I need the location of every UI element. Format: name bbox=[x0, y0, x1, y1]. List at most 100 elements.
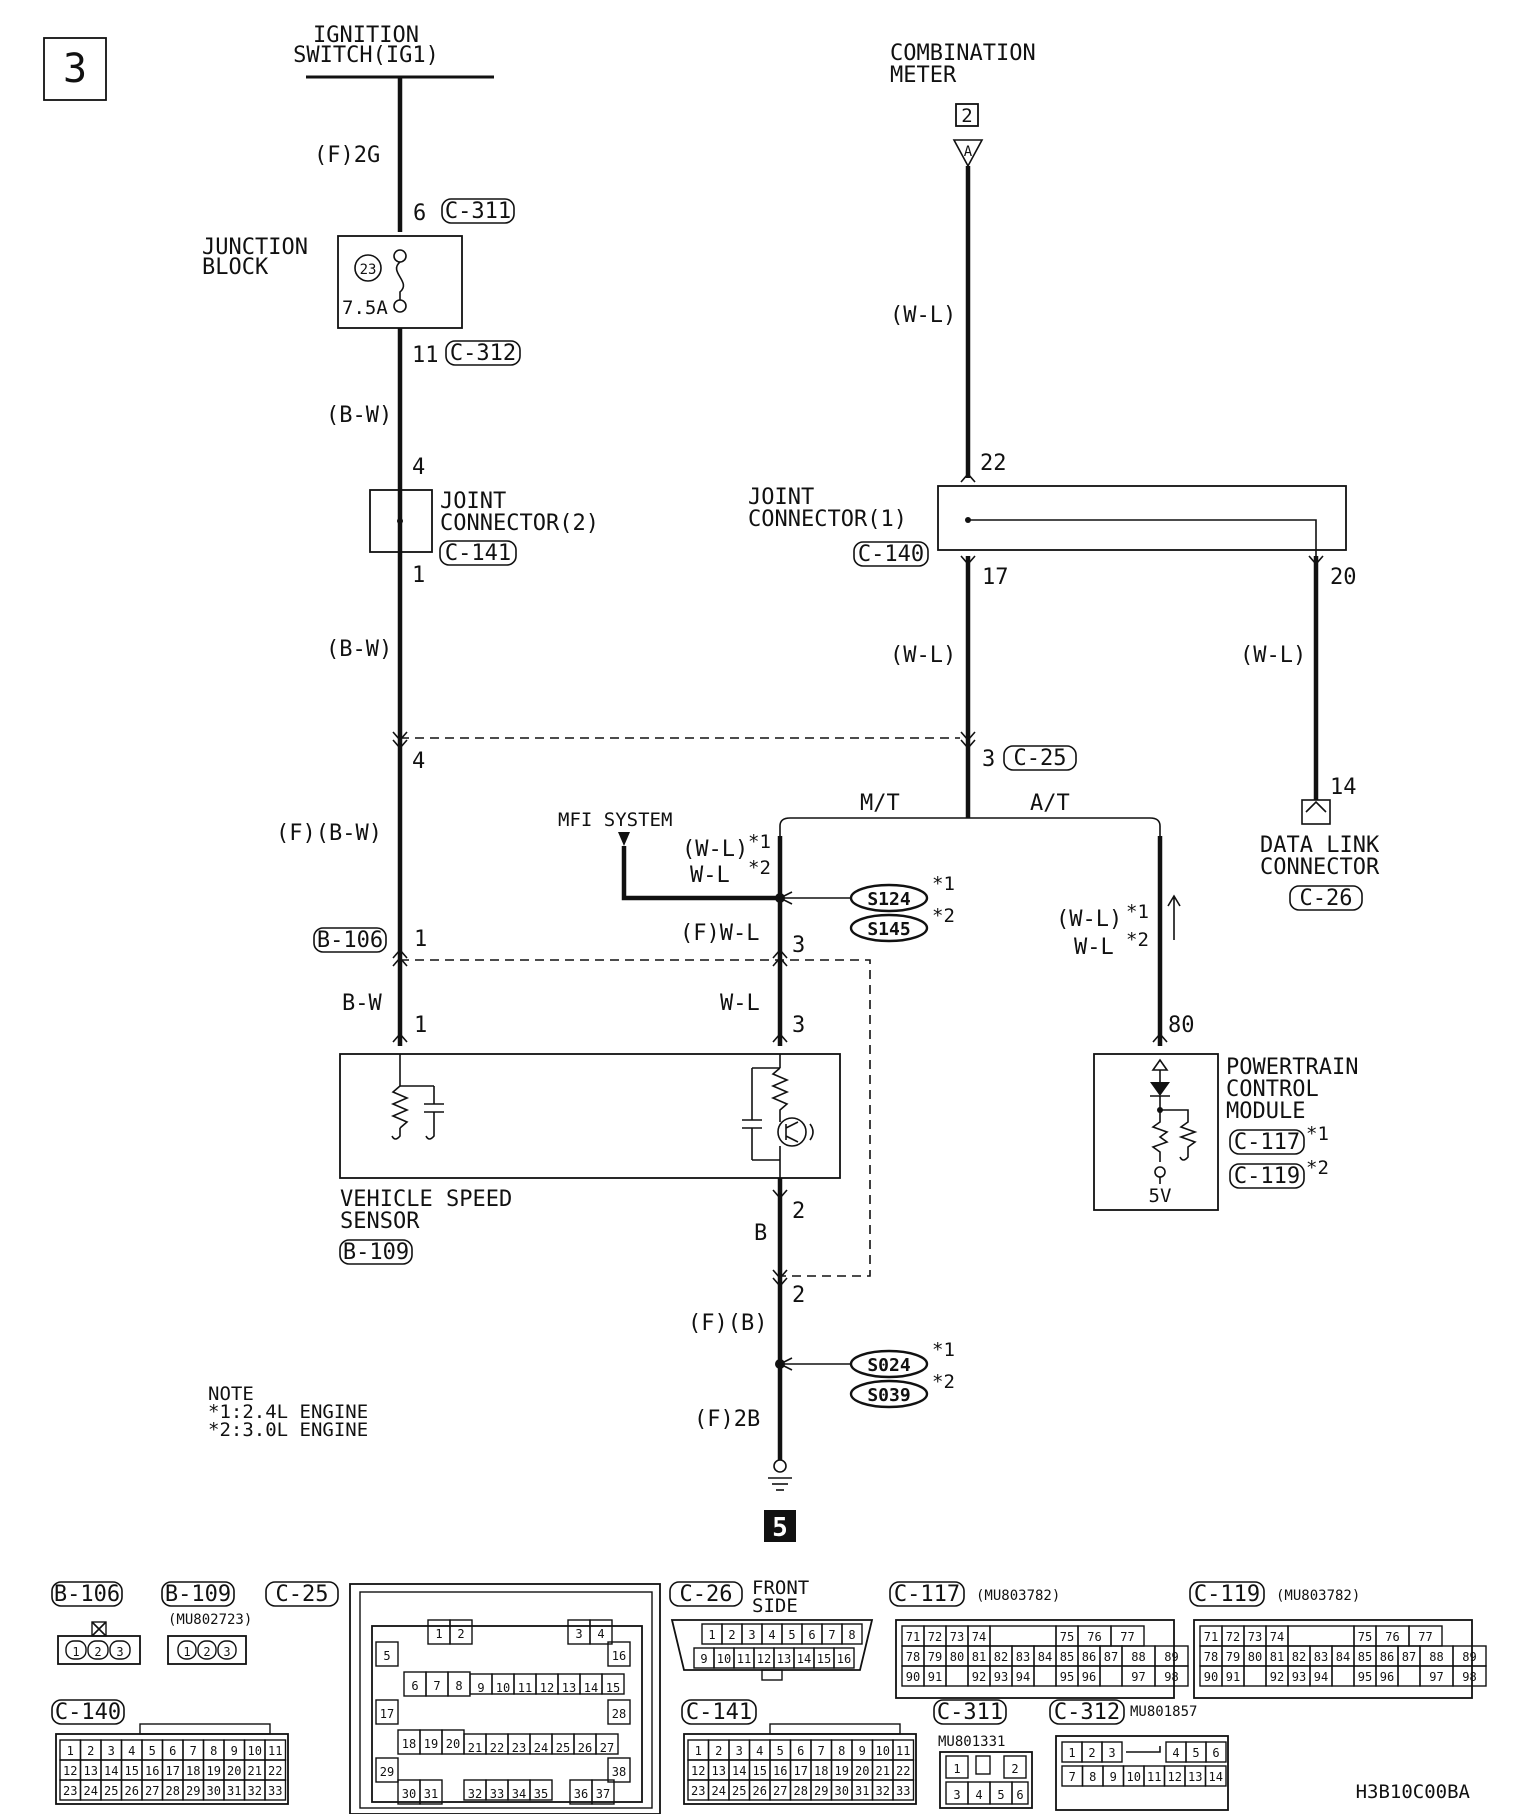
svg-text:72: 72 bbox=[1226, 1630, 1240, 1644]
conn-tag-c26: C-26 bbox=[1300, 886, 1353, 911]
cm-terminal-icon bbox=[952, 139, 984, 168]
svg-text:6: 6 bbox=[411, 1679, 418, 1693]
svg-text:76: 76 bbox=[1087, 1630, 1101, 1644]
c25-pin-35: 35 bbox=[529, 1779, 553, 1801]
wire-label-wl-1: (W-L) bbox=[890, 303, 956, 328]
c25-pin-11: 11 bbox=[513, 1673, 537, 1695]
c117-pin-blank-6 bbox=[1033, 1665, 1057, 1687]
pcm-label-3: MODULE bbox=[1226, 1099, 1305, 1124]
jc1-pin-22: 22 bbox=[980, 451, 1007, 476]
svg-text:15: 15 bbox=[817, 1652, 831, 1666]
svg-text:25: 25 bbox=[104, 1784, 118, 1798]
c312-pin-8: 8 bbox=[1081, 1765, 1104, 1787]
svg-text:28: 28 bbox=[794, 1784, 808, 1798]
svg-text:24: 24 bbox=[712, 1784, 726, 1798]
page-number: 3 bbox=[63, 46, 87, 92]
svg-text:91: 91 bbox=[1226, 1670, 1240, 1684]
svg-text:13: 13 bbox=[712, 1764, 726, 1778]
c119-pin-81: 81 bbox=[1265, 1645, 1289, 1667]
c141-pin-6: 6 bbox=[789, 1739, 812, 1761]
cm-label-2: METER bbox=[890, 63, 957, 88]
c119-pin-76: 76 bbox=[1375, 1625, 1410, 1647]
svg-text:8: 8 bbox=[848, 1628, 855, 1642]
b109-pin-3: 3 bbox=[217, 1640, 237, 1660]
c25-pin-14: 14 bbox=[579, 1673, 603, 1695]
diagram-id: H3B10C00BA bbox=[1356, 1781, 1471, 1803]
c140-pin-30: 30 bbox=[202, 1779, 225, 1801]
svg-text:1: 1 bbox=[953, 1762, 960, 1776]
c25-pin-2: 2 bbox=[449, 1619, 473, 1645]
svg-text:71: 71 bbox=[1204, 1630, 1218, 1644]
c119-pin-82: 82 bbox=[1287, 1645, 1311, 1667]
c26-pin-10: 10 bbox=[713, 1647, 735, 1669]
svg-text:30: 30 bbox=[402, 1787, 416, 1801]
c25-pin-21: 21 bbox=[463, 1733, 487, 1755]
c25-pin-13: 13 bbox=[557, 1673, 581, 1695]
wire-label-b: B bbox=[754, 1221, 767, 1246]
c117-pin-98: 98 bbox=[1154, 1665, 1189, 1687]
c26-pin-8: 8 bbox=[841, 1623, 863, 1645]
c117-pin-81: 81 bbox=[967, 1645, 991, 1667]
pcm-star-2: *2 bbox=[1126, 929, 1149, 951]
svg-text:5: 5 bbox=[149, 1744, 156, 1758]
conn-tag-c141: C-141 bbox=[445, 541, 511, 566]
transistor-icon bbox=[777, 1117, 807, 1147]
b106-pin-3: 3 bbox=[109, 1640, 131, 1660]
b106-pin-1: 1 bbox=[65, 1640, 87, 1660]
note-line-1: *1:2.4L ENGINE bbox=[208, 1401, 368, 1423]
svg-text:29: 29 bbox=[380, 1765, 394, 1779]
c117-pin-90: 90 bbox=[901, 1665, 925, 1687]
svg-text:11: 11 bbox=[896, 1744, 910, 1758]
svg-text:72: 72 bbox=[928, 1630, 942, 1644]
dlc-label-2: CONNECTOR bbox=[1260, 855, 1380, 880]
svg-text:4: 4 bbox=[756, 1744, 763, 1758]
c311-pin-6: 6 bbox=[1011, 1781, 1029, 1805]
svg-text:1: 1 bbox=[435, 1627, 442, 1641]
c25-pin-1: 1 bbox=[427, 1619, 451, 1645]
splice-s039 bbox=[849, 1379, 929, 1409]
c312-pin-1: 1 bbox=[1061, 1741, 1083, 1763]
c117-pin-91: 91 bbox=[923, 1665, 947, 1687]
svg-text:16: 16 bbox=[612, 1649, 626, 1663]
splice-s145-label: S145 bbox=[867, 919, 910, 940]
note-line-2: *2:3.0L ENGINE bbox=[208, 1419, 368, 1441]
svg-text:79: 79 bbox=[928, 1650, 942, 1664]
conn-face-tag-c140: C-140 bbox=[55, 1700, 121, 1725]
c117-pin-78: 78 bbox=[901, 1645, 925, 1667]
svg-text:8: 8 bbox=[838, 1744, 845, 1758]
svg-text:18: 18 bbox=[186, 1764, 200, 1778]
c312-pin-2: 2 bbox=[1081, 1741, 1103, 1763]
svg-text:27: 27 bbox=[600, 1741, 614, 1755]
svg-text:21: 21 bbox=[468, 1741, 482, 1755]
c140-pin-8: 8 bbox=[202, 1739, 225, 1761]
cm-page-ref: 2 bbox=[961, 105, 972, 127]
c140-pin-14: 14 bbox=[100, 1759, 123, 1781]
conn-face-tag-b106: B-106 bbox=[54, 1582, 120, 1607]
cm-label-1: COMBINATION bbox=[890, 41, 1036, 66]
svg-text:23: 23 bbox=[691, 1784, 705, 1798]
svg-text:2: 2 bbox=[715, 1744, 722, 1758]
svg-text:83: 83 bbox=[1016, 1650, 1030, 1664]
c119-pin-73: 73 bbox=[1243, 1625, 1267, 1647]
svg-text:77: 77 bbox=[1418, 1630, 1432, 1644]
c140-pin-17: 17 bbox=[161, 1759, 184, 1781]
c141-pin-3: 3 bbox=[728, 1739, 751, 1761]
pcm-voltage: 5V bbox=[1149, 1185, 1172, 1207]
c141-pin-30: 30 bbox=[830, 1779, 853, 1801]
c141-pin-33: 33 bbox=[892, 1779, 915, 1801]
svg-text:95: 95 bbox=[1060, 1670, 1074, 1684]
c117-pin-79: 79 bbox=[923, 1645, 947, 1667]
c25-pin-28: 28 bbox=[607, 1699, 631, 1725]
c25-pin-30: 30 bbox=[397, 1779, 421, 1805]
svg-text:11: 11 bbox=[518, 1681, 532, 1695]
c141-pin-9: 9 bbox=[851, 1739, 874, 1761]
c119-pin-86: 86 bbox=[1375, 1645, 1399, 1667]
c26-pin-15: 15 bbox=[813, 1647, 835, 1669]
wire-label-fwl: (F)W-L bbox=[680, 921, 759, 946]
c119-pin-98: 98 bbox=[1452, 1665, 1487, 1687]
svg-text:75: 75 bbox=[1060, 1630, 1074, 1644]
c312-pin-3: 3 bbox=[1101, 1741, 1123, 1763]
c26-pin-1: 1 bbox=[701, 1623, 723, 1645]
svg-text:4: 4 bbox=[1172, 1746, 1179, 1760]
svg-text:26: 26 bbox=[753, 1784, 767, 1798]
